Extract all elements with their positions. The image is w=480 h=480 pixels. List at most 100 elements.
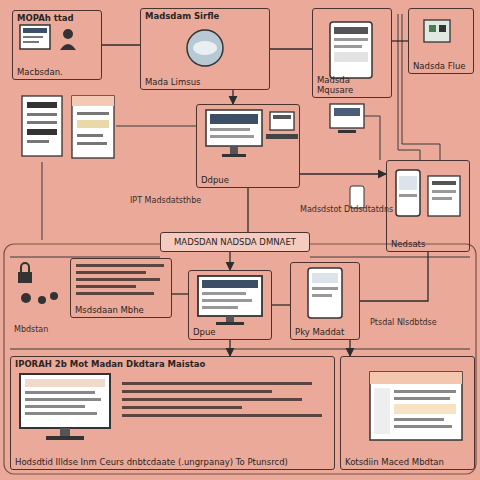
node-label: Pky Maddat [295,327,355,337]
tablet [308,268,342,318]
document [22,96,62,156]
monitor-base [222,154,246,157]
app-icon [424,20,450,42]
monitor-stand [60,428,70,436]
keyboard [266,134,298,139]
screen-bar [399,176,417,190]
screen-bar [210,114,258,124]
tablet [330,22,372,78]
device-box: Kotsdiin Maced Mbdtan [340,356,475,470]
monitor-screen [20,25,50,49]
text-line [76,292,154,295]
connector [392,40,408,41]
doc-bar [394,397,450,400]
hand-icon [50,292,58,300]
note-label: Mbdstan [14,325,48,335]
wire [42,162,43,240]
text-line [122,406,242,409]
monitor-screen [20,374,110,428]
node-label: Hodsdtid Illdse Inm Ceurs dnbtcdaate (.u… [15,457,330,467]
connector [270,48,312,49]
node-label: MADSDAN NADSDA DMNAET [174,237,296,247]
device-box: Madsda Mqusare [312,8,392,98]
text-line [122,382,312,385]
connector [229,252,230,270]
screen-bar [312,273,338,283]
wire [398,14,420,160]
connector [360,252,428,301]
lower-frame [4,244,476,474]
doc-header [72,96,114,106]
screen-bar [334,38,368,41]
hand-icon [21,293,31,303]
screen-bar [25,391,95,394]
app-icon-square [429,25,436,32]
screen-bar [23,36,43,38]
node-heading: Madsdam Sirfle [145,11,265,21]
node-label: Nedsats [391,239,465,249]
device-box: Nedsats [386,160,470,252]
text-line [76,285,136,288]
screen-bar [202,299,252,302]
doc-bar [77,112,109,115]
connector [229,340,230,356]
document [370,372,462,440]
doc-bar [27,140,49,143]
monitor-base [338,130,356,133]
connector [272,304,290,305]
node-label: Madsda Mqusare [317,75,387,95]
node-label: Dpue [193,327,267,337]
device-box: MADSDAN NADSDA DMNAET [160,232,310,252]
computer-screen [330,104,364,128]
doc-bar [77,142,107,145]
screen-bar [202,306,238,309]
person-icon [63,29,73,39]
note-label: IPT Madsdatsthbe [130,196,201,206]
doc-bar [432,190,456,193]
text-line [76,278,160,281]
connector [349,340,350,356]
doc-bar [27,129,57,135]
globe-circle [187,30,223,66]
doc-bar [394,425,452,428]
screen-bar [25,398,101,401]
node-label: Nadsda Flue [413,61,469,71]
text-line [76,271,146,274]
node-label: Mada Limsus [145,77,265,87]
monitor-stand [226,316,234,322]
screen-bar [399,194,417,197]
screen-bar [25,405,85,408]
connector [232,90,233,104]
doc-bar [27,121,57,124]
doc-bar [394,390,456,393]
screen-bar [25,412,97,415]
text-line [76,264,164,267]
text-line [122,390,272,393]
connector [247,188,248,232]
hand-icon [38,296,46,304]
screen-bar [334,27,368,34]
connector [102,44,140,45]
lock-shackle [21,263,29,272]
doc-header [370,372,462,384]
phone [396,170,420,216]
screen-bar [202,292,246,295]
note-label: Madsdstot Dtdsdtatdns [300,205,393,215]
device-box: Nadsda Flue [408,8,474,74]
connector [172,293,188,294]
screen-bar [210,135,254,138]
device-box: Dpue [188,270,272,340]
node-label: Kotsdiin Maced Mbdtan [345,457,470,467]
device-box: MOPAh ttadMacbsdan. [12,10,102,80]
monitor-base [216,322,244,325]
node-heading: MOPAh ttad [17,13,97,23]
wire [10,349,470,350]
screen-bar [273,115,291,119]
document [72,96,114,158]
device-box: Madsdam SirfleMada Limsus [140,8,270,90]
monitor-base [46,436,84,440]
app-icon-square [439,25,446,32]
monitor-screen [206,110,262,146]
